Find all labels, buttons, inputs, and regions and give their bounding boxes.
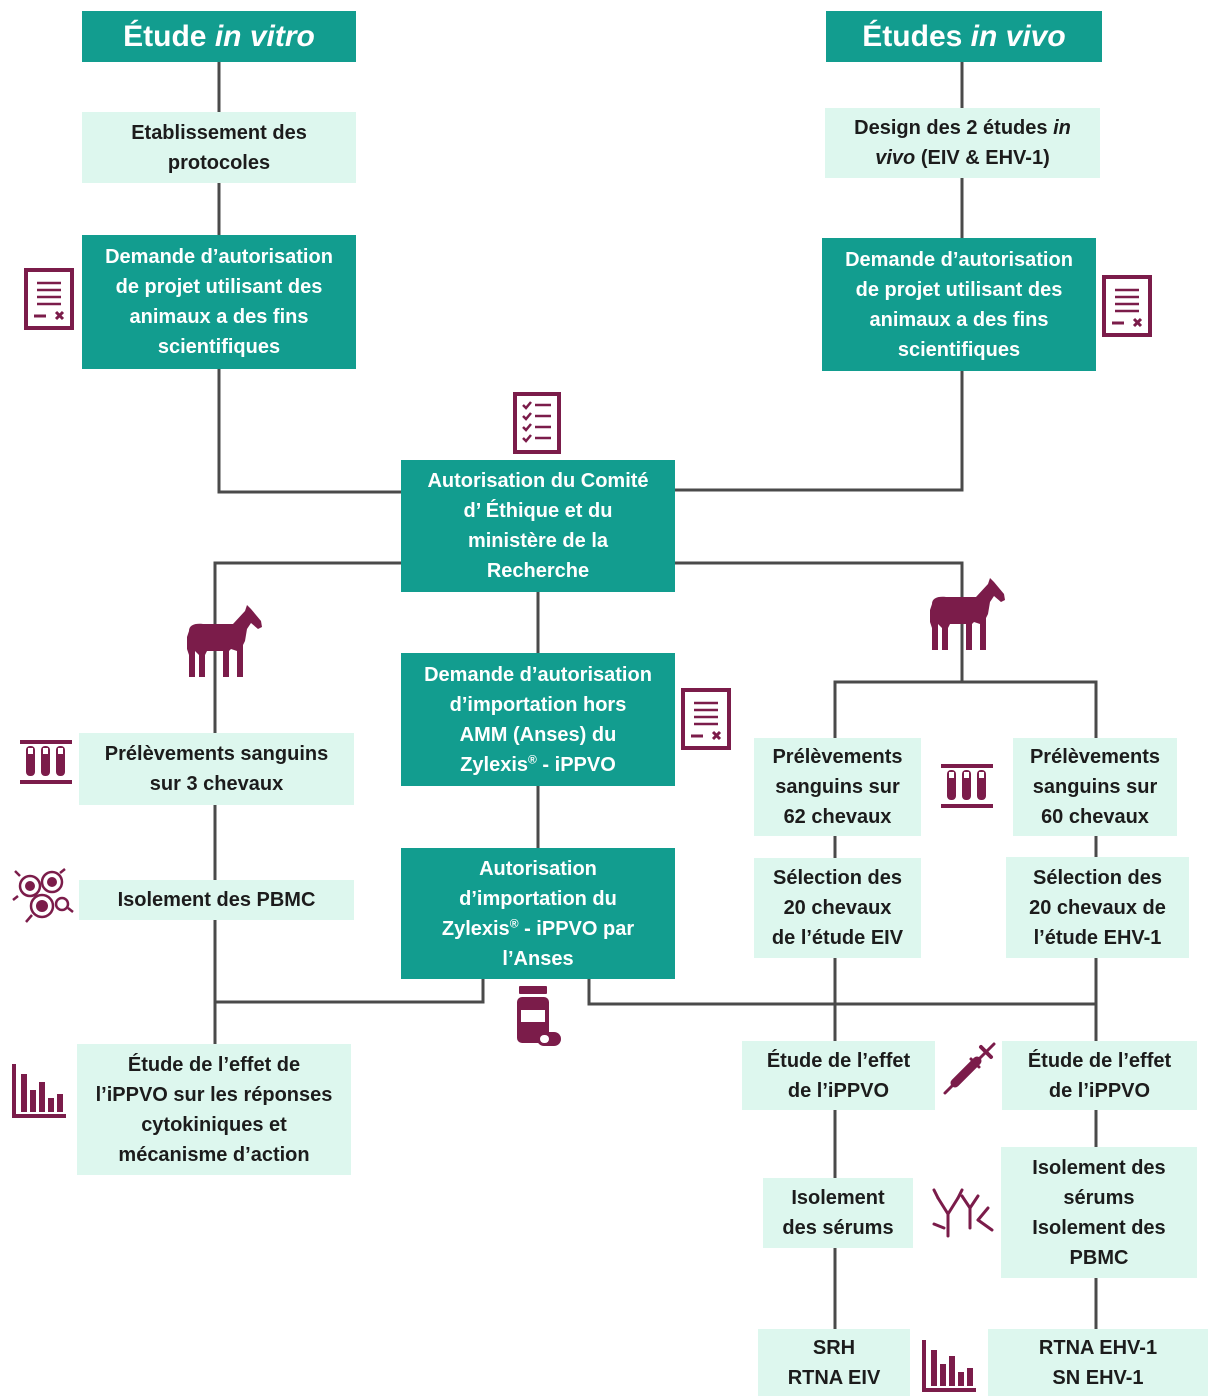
- import-request-rest: - iPPVO: [536, 753, 616, 776]
- eiv-selection-box: Sélection des 20 chevaux de l’étude EIV: [754, 858, 921, 958]
- eiv-effect-study-box: Étude de l’effet de l’iPPVO: [742, 1041, 935, 1110]
- ehv1-effect-study-box: Étude de l’effet de l’iPPVO: [1002, 1041, 1197, 1110]
- import-authorization-brand: Zylexis: [441, 917, 510, 940]
- pbmc-isolation-box: Isolement des PBMC: [79, 880, 354, 920]
- import-request-brand: Zylexis: [460, 753, 529, 776]
- ethics-authorization-box: Autorisation du Comité d’ Éthique et du …: [401, 460, 675, 592]
- blood-tubes-icon: [20, 740, 72, 784]
- horse-icon: [930, 578, 1005, 650]
- ehv1-assays-box: RTNA EHV-1 SN EHV-1: [988, 1329, 1208, 1396]
- right-authorization-request-box: Demande d’autorisation de projet utilisa…: [822, 238, 1096, 371]
- design-line-1: Design des 2 études in: [854, 113, 1071, 143]
- horse-icon: [187, 605, 262, 677]
- import-request-line-1: Demande d’autorisation: [424, 663, 652, 686]
- bar-chart-icon: [12, 1064, 66, 1118]
- registered-mark: ®: [528, 751, 537, 766]
- document-form-icon: [1102, 275, 1152, 337]
- protocols-box: Etablissement des protocoles: [82, 112, 356, 183]
- import-authorization-line-3: Zylexis® - iPPVO par: [442, 914, 634, 944]
- design-line-2: vivo (EIV & EHV-1): [875, 143, 1050, 173]
- import-authorization-line-1: Autorisation: [479, 857, 597, 880]
- medicine-bottle-icon: [517, 986, 561, 1046]
- design-line-1-text: Design des 2 études: [854, 117, 1054, 139]
- import-request-line-2: d’importation hors: [449, 693, 627, 716]
- cells-icon: [12, 868, 74, 923]
- document-form-icon: [681, 688, 731, 750]
- title-in-vivo: Études in vivo: [826, 11, 1102, 62]
- left-effect-study-box: Étude de l’effet de l’iPPVO sur les répo…: [77, 1044, 351, 1175]
- left-authorization-request-box: Demande d’autorisation de projet utilisa…: [82, 235, 356, 369]
- eiv-serum-isolation-box: Isolement des sérums: [763, 1178, 913, 1248]
- blood-tubes-icon: [941, 764, 993, 808]
- import-authorization-line-4: l’Anses: [502, 947, 574, 970]
- import-request-line-4: Zylexis® - iPPVO: [460, 750, 616, 780]
- design-line-2-text: (EIV & EHV-1): [915, 147, 1050, 169]
- bar-chart-icon: [922, 1340, 976, 1392]
- import-authorization-line-2: d’importation du: [459, 887, 617, 910]
- syringe-icon: [943, 1042, 996, 1095]
- import-authorization-rest: - iPPVO par: [518, 917, 635, 940]
- registered-mark: ®: [509, 915, 519, 930]
- design-box: Design des 2 études in vivo (EIV & EHV-1…: [825, 108, 1100, 178]
- import-request-box: Demande d’autorisation d’importation hor…: [401, 653, 675, 786]
- eiv-assays-box: SRH RTNA EIV: [758, 1329, 910, 1396]
- left-blood-samples-box: Prélèvements sanguins sur 3 chevaux: [79, 733, 354, 805]
- antibody-icon: [932, 1188, 994, 1238]
- eiv-blood-samples-box: Prélèvements sanguins sur 62 chevaux: [754, 738, 921, 836]
- import-request-line-3: AMM (Anses) du: [459, 723, 617, 746]
- title-in-vitro-italic: in vitro: [214, 19, 315, 53]
- title-in-vivo-italic: in vivo: [970, 19, 1066, 53]
- title-in-vitro: Étude in vitro: [82, 11, 356, 62]
- ehv1-serum-pbmc-isolation-box: Isolement des sérums Isolement des PBMC: [1001, 1147, 1197, 1278]
- ehv1-selection-box: Sélection des 20 chevaux de l’étude EHV-…: [1006, 857, 1189, 958]
- title-in-vitro-prefix: Étude: [123, 19, 215, 53]
- document-form-icon: [24, 268, 74, 330]
- design-line-1-italic: in: [1053, 117, 1071, 139]
- import-authorization-box: Autorisation d’importation du Zylexis® -…: [401, 848, 675, 979]
- checklist-icon: [513, 392, 561, 454]
- title-in-vivo-prefix: Études: [862, 19, 971, 53]
- design-line-2-italic: vivo: [875, 147, 916, 169]
- ehv1-blood-samples-box: Prélèvements sanguins sur 60 chevaux: [1013, 738, 1177, 836]
